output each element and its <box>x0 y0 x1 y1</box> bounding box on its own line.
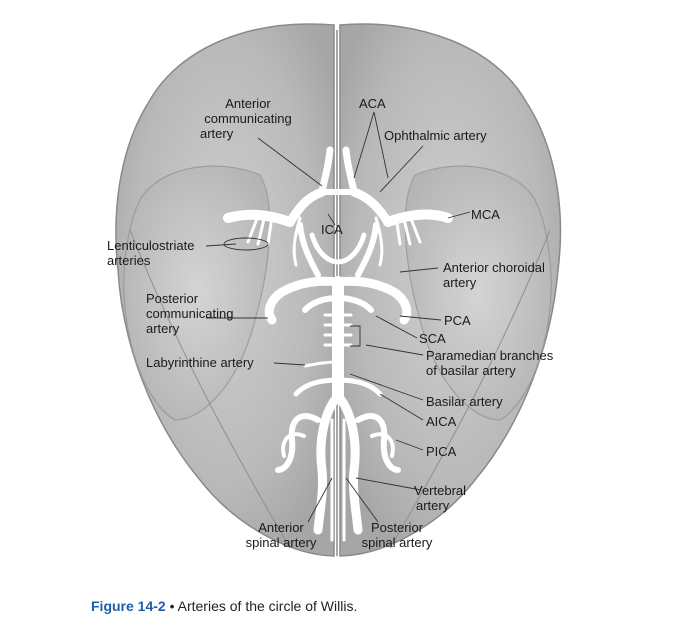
left-temporal-lobe <box>123 165 271 421</box>
circle-of-willis-diagram <box>115 23 562 557</box>
label-aca: ACA <box>359 96 386 111</box>
label-mca: MCA <box>471 207 500 222</box>
label-anterior-spinal-artery: Anterior spinal artery <box>245 520 317 550</box>
figure-caption: Figure 14-2 • Arteries of the circle of … <box>91 598 357 614</box>
label-aica: AICA <box>426 414 457 429</box>
caption-separator: • <box>165 598 178 614</box>
label-ica: ICA <box>321 222 343 237</box>
label-lenticulostriate-arteries: Lenticulostriate arteries <box>107 238 195 268</box>
label-posterior-communicating-artery: Posterior communicating artery <box>146 291 234 336</box>
label-basilar-artery: Basilar artery <box>426 394 503 409</box>
label-pica: PICA <box>426 444 457 459</box>
label-anterior-communicating-artery: Anterior communicating artery <box>200 96 292 141</box>
leader-lines <box>205 111 471 523</box>
right-temporal-lobe <box>404 165 552 421</box>
label-vertebral-artery: Vertebral artery <box>414 483 467 513</box>
label-ophthalmic-artery: Ophthalmic artery <box>384 128 487 143</box>
caption-text: Arteries of the circle of Willis. <box>177 598 358 614</box>
arteries <box>223 146 453 542</box>
label-anterior-choroidal-artery: Anterior choroidal artery <box>443 260 545 290</box>
label-labyrinthine-artery: Labyrinthine artery <box>146 355 254 370</box>
label-sca: SCA <box>419 331 446 346</box>
label-posterior-spinal-artery: Posterior spinal artery <box>361 520 433 550</box>
label-pca: PCA <box>444 313 471 328</box>
figure-number: Figure 14-2 <box>91 598 166 614</box>
label-paramedian-branches: Paramedian branches of basilar artery <box>426 348 554 378</box>
